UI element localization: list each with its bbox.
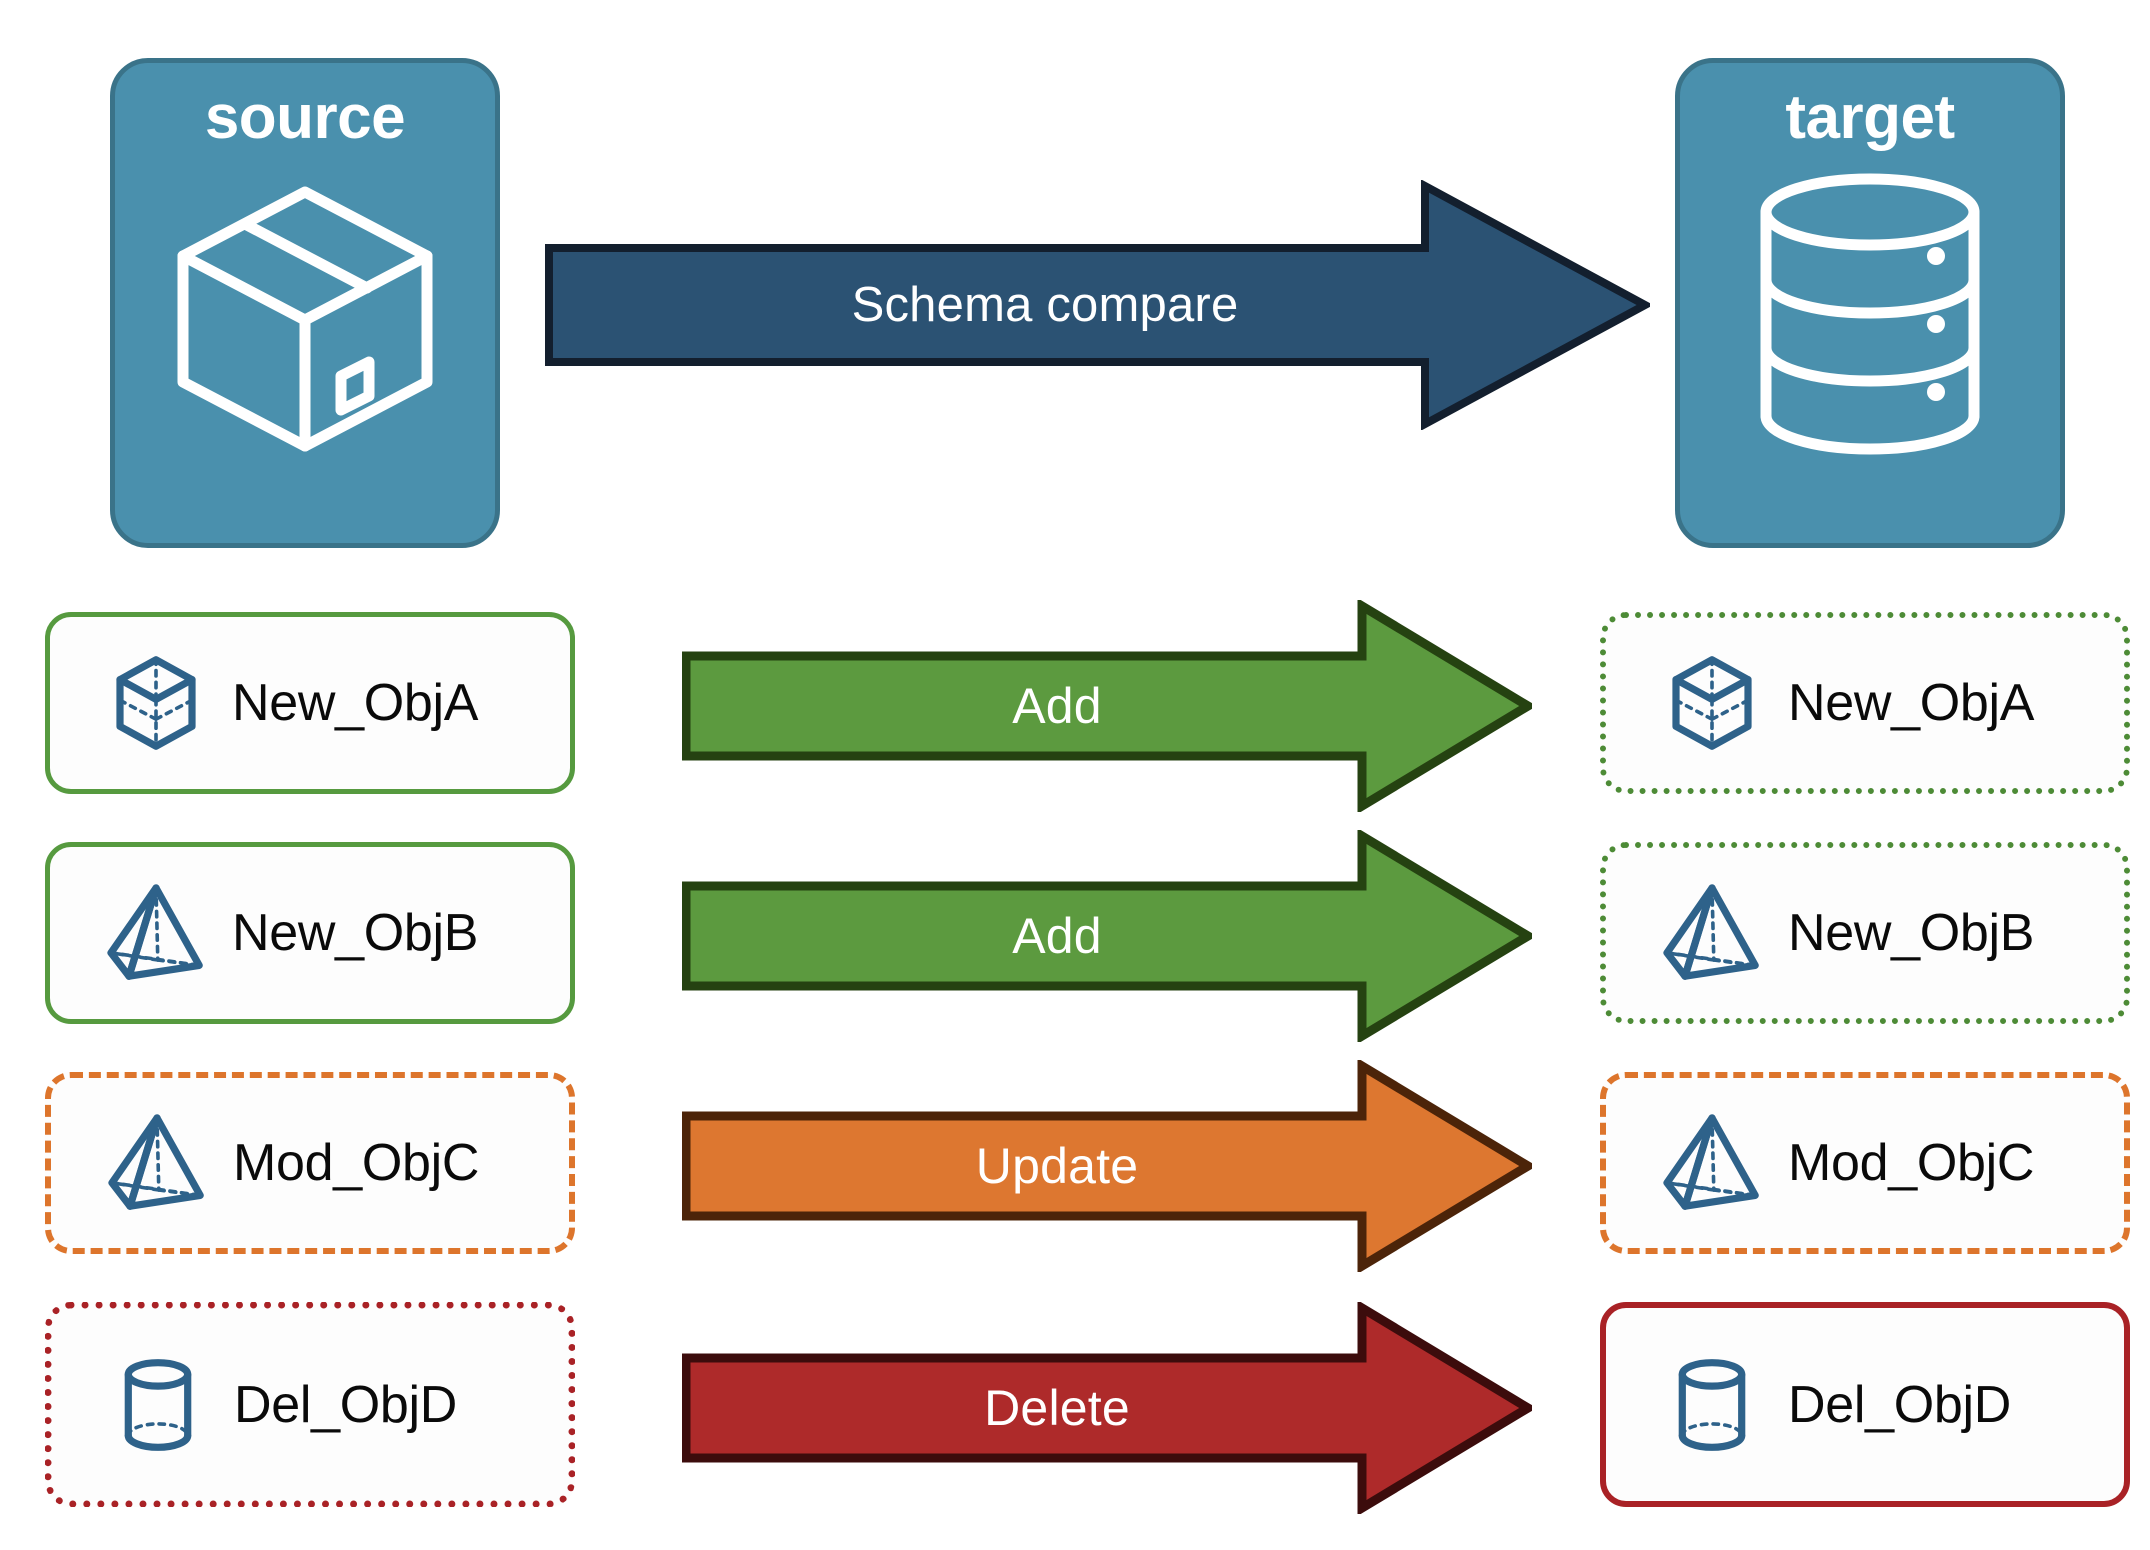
source-object-box[interactable]: New_ObjA: [45, 612, 575, 794]
source-object-label: Mod_ObjC: [233, 1134, 480, 1192]
source-panel: source: [110, 58, 500, 548]
add-arrow: [682, 600, 1532, 812]
update-arrow: [682, 1060, 1532, 1272]
wireframe-pyramid-icon: [102, 879, 210, 987]
row-update-objC: Mod_ObjC Update: [0, 1060, 2150, 1272]
source-object-label: Del_ObjD: [234, 1375, 458, 1434]
source-object-label: New_ObjB: [232, 904, 479, 962]
source-object-label: New_ObjA: [232, 674, 479, 732]
target-object-box[interactable]: Mod_ObjC: [1600, 1072, 2130, 1254]
wireframe-pyramid-icon: [1658, 1109, 1766, 1217]
source-object-box[interactable]: Del_ObjD: [45, 1302, 575, 1507]
target-object-box[interactable]: Del_ObjD: [1600, 1302, 2130, 1507]
target-title: target: [1785, 83, 1955, 152]
target-panel: target: [1675, 58, 2065, 548]
database-cylinder-icon: [1720, 164, 2020, 464]
schema-compare-arrow: [545, 180, 1650, 430]
source-object-box[interactable]: Mod_ObjC: [45, 1072, 575, 1254]
target-object-label: New_ObjB: [1788, 904, 2035, 962]
target-object-label: Mod_ObjC: [1788, 1134, 2035, 1192]
row-add-objB: New_ObjB Add: [0, 830, 2150, 1042]
package-box-icon: [155, 164, 455, 464]
source-object-box[interactable]: New_ObjB: [45, 842, 575, 1024]
wireframe-pyramid-icon: [1658, 879, 1766, 987]
target-object-label: Del_ObjD: [1788, 1375, 2012, 1434]
wireframe-cube-icon: [1658, 649, 1766, 757]
wireframe-pyramid-icon: [103, 1109, 211, 1217]
wireframe-cylinder-icon: [104, 1351, 212, 1459]
wireframe-cube-icon: [102, 649, 210, 757]
target-object-box[interactable]: New_ObjB: [1600, 842, 2130, 1024]
target-object-box[interactable]: New_ObjA: [1600, 612, 2130, 794]
wireframe-cylinder-icon: [1658, 1351, 1766, 1459]
row-add-objA: New_ObjA Add: [0, 600, 2150, 812]
target-object-label: New_ObjA: [1788, 674, 2035, 732]
source-title: source: [204, 83, 406, 152]
row-delete-objD: Del_ObjD Delete Del_ObjD: [0, 1302, 2150, 1514]
delete-arrow: [682, 1302, 1532, 1514]
add-arrow: [682, 830, 1532, 1042]
